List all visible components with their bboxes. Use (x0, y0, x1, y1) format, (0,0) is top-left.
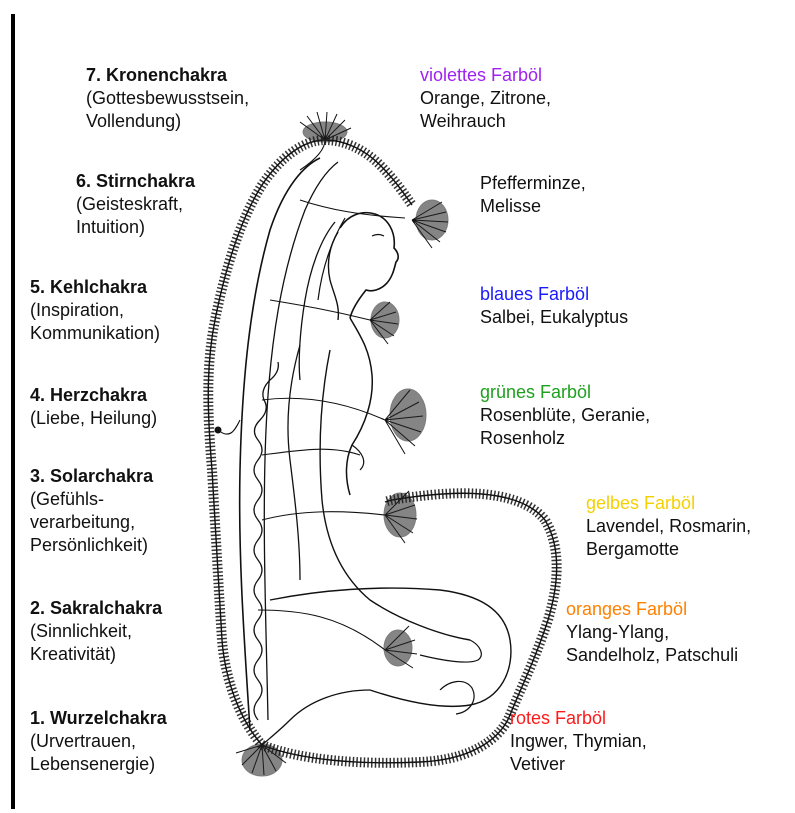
throat-chakra-label: 5. Kehlchakra (Inspiration, Kommunikatio… (30, 276, 160, 345)
torso-outline (346, 318, 372, 495)
oil-color-name: oranges Farböl (566, 598, 738, 621)
root-chakra-burst (236, 744, 286, 776)
solar-chakra-label: 3. Solarchakra (Gefühls- verarbeitung, P… (30, 465, 153, 557)
oil-color-name: violettes Farböl (420, 64, 551, 87)
root-chakra-label: 1. Wurzelchakra (Urvertrauen, Lebensener… (30, 707, 167, 776)
brow-chakra-burst (412, 200, 448, 248)
crown-oil-label: violettes Farböl Orange, Zitrone, Weihra… (420, 64, 551, 133)
solar-oil-label: gelbes Farböl Lavendel, Rosmarin, Bergam… (586, 492, 751, 561)
oil-color-name: grünes Farböl (480, 381, 650, 404)
crown-chakra-label: 7. Kronenchakra (Gottesbewusstsein, Voll… (86, 64, 249, 133)
heart-oil-label: grünes Farböl Rosenblüte, Geranie, Rosen… (480, 381, 650, 450)
oil-color-name: gelbes Farböl (586, 492, 751, 515)
spine-line (240, 158, 320, 730)
heart-chakra-burst (385, 389, 426, 454)
throat-oil-label: blaues Farböl Salbei, Eukalyptus (480, 283, 628, 329)
sacral-chakra-label: 2. Sakralchakra (Sinnlichkeit, Kreativit… (30, 597, 162, 666)
hair (299, 222, 335, 380)
sacral-oil-label: oranges Farböl Ylang-Ylang, Sandelholz, … (566, 598, 738, 667)
foot (440, 681, 474, 714)
heart-chakra-label: 4. Herzchakra (Liebe, Heilung) (30, 384, 157, 430)
brow-chakra-label: 6. Stirnchakra (Geisteskraft, Intuition) (76, 170, 195, 239)
oil-color-name: rotes Farböl (510, 707, 647, 730)
solar-chakra-burst (384, 491, 417, 543)
sacral-chakra-burst (384, 626, 417, 668)
throat-chakra-burst (370, 302, 399, 344)
brow-oil-label: Pfefferminze, Melisse (480, 172, 586, 218)
root-oil-label: rotes Farböl Ingwer, Thymian, Vetiver (510, 707, 647, 776)
oil-color-name: blaues Farböl (480, 283, 628, 306)
crown-chakra-burst (300, 112, 351, 142)
heart-point (215, 427, 222, 434)
aura-outline (208, 140, 412, 745)
